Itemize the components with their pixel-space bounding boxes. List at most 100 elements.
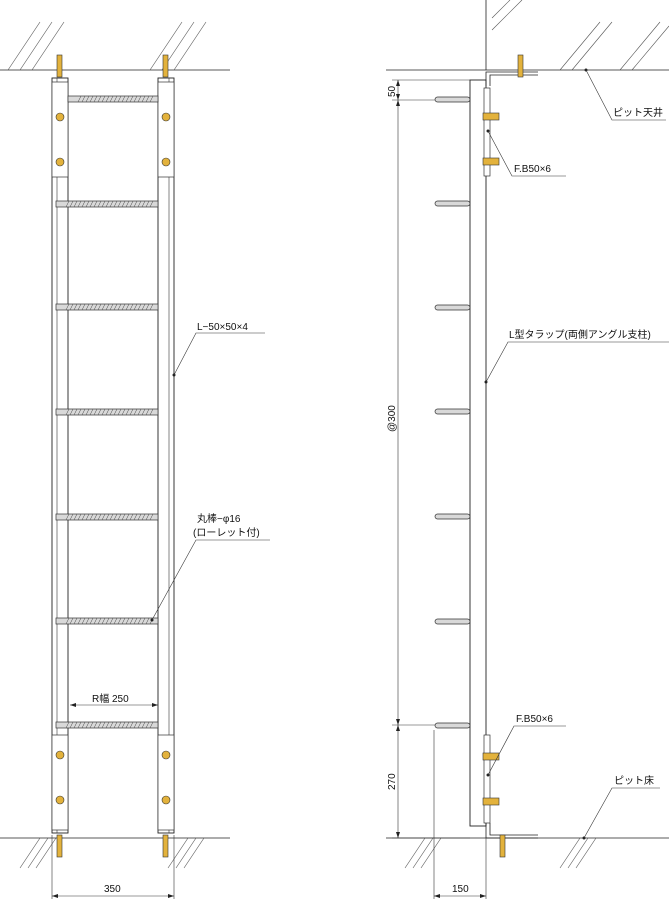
knurl-mark: [121, 513, 126, 521]
knurl-mark: [81, 95, 86, 103]
knurl-mark: [129, 408, 134, 416]
knurl-mark: [149, 95, 154, 103]
knurl-mark: [101, 513, 106, 521]
knurl-mark: [113, 721, 118, 729]
knurl-mark: [149, 303, 154, 311]
knurl-mark: [89, 513, 94, 521]
side-view: 50 @300 270 150 ピット天井 F.B50×6 L型タラッ: [386, 0, 669, 899]
knurl-mark: [77, 95, 82, 103]
knurl-mark: [129, 200, 134, 208]
angle-stile-callout: L−50×50×4: [172, 322, 265, 377]
knurl-mark: [69, 617, 74, 625]
knurl-mark: [97, 513, 102, 521]
knurl-mark: [77, 513, 82, 521]
knurl-mark: [125, 617, 130, 625]
side-floor: [386, 837, 669, 869]
knurl-mark: [109, 513, 114, 521]
knurl-mark: [109, 721, 114, 729]
knurl-mark: [109, 617, 114, 625]
knurl-mark: [109, 200, 114, 208]
knurl-mark: [97, 721, 102, 729]
knurl-mark: [81, 303, 86, 311]
top-left-plate: [51, 81, 69, 178]
knurl-mark: [97, 200, 102, 208]
right-stile: [157, 77, 175, 834]
knurl-mark: [89, 721, 94, 729]
knurl-mark: [65, 721, 70, 729]
knurl-mark: [85, 200, 90, 208]
knurl-mark: [101, 303, 106, 311]
knurl-mark: [101, 617, 106, 625]
knurl-mark: [121, 303, 126, 311]
overall-width-label: 350: [104, 884, 121, 895]
knurl-mark: [81, 200, 86, 208]
knurl-mark: [105, 513, 110, 521]
knurl-mark: [133, 95, 138, 103]
knurl-mark: [85, 617, 90, 625]
knurl-mark: [97, 95, 102, 103]
knurl-mark: [69, 303, 74, 311]
knurl-mark: [129, 617, 134, 625]
overall-width-dimension: 350: [51, 835, 175, 899]
knurl-mark: [125, 95, 130, 103]
rung-width-label: R幅 250: [92, 692, 129, 705]
knurl-mark: [93, 617, 98, 625]
depth-dimension: 150: [433, 730, 487, 899]
knurl-mark: [117, 721, 122, 729]
fb-top-label: F.B50×6: [514, 164, 551, 175]
knurl-mark: [85, 721, 90, 729]
knurl-mark: [101, 95, 106, 103]
side-rungs: [434, 96, 471, 729]
knurl-mark: [125, 721, 130, 729]
knurl-mark: [73, 200, 78, 208]
knurl-mark: [137, 408, 142, 416]
knurl-mark: [81, 617, 86, 625]
knurl-mark: [137, 617, 142, 625]
knurl-mark: [101, 721, 106, 729]
knurl-mark: [113, 408, 118, 416]
knurl-mark: [69, 721, 74, 729]
knurl-mark: [69, 513, 74, 521]
knurl-mark: [105, 95, 110, 103]
knurl-mark: [117, 303, 122, 311]
knurl-mark: [81, 408, 86, 416]
knurl-mark: [89, 200, 94, 208]
knurl-mark: [129, 95, 134, 103]
knurl-mark: [121, 721, 126, 729]
bottom-left-plate: [51, 734, 69, 831]
knurl-mark: [117, 617, 122, 625]
knurl-mark: [145, 617, 150, 625]
knurl-mark: [149, 200, 154, 208]
rung: [55, 513, 159, 521]
knurl-mark: [137, 721, 142, 729]
vertical-dimensions: 50 @300 270: [387, 79, 470, 839]
knurl-mark: [137, 200, 142, 208]
knurl-mark: [89, 408, 94, 416]
knurl-mark: [145, 408, 150, 416]
knurl-mark: [141, 303, 146, 311]
knurl-mark: [125, 408, 130, 416]
knurl-mark: [81, 721, 86, 729]
knurl-mark: [85, 408, 90, 416]
knurl-mark: [113, 95, 118, 103]
knurl-mark: [85, 95, 90, 103]
knurl-mark: [141, 200, 146, 208]
round-bar-label-1: 丸棒−φ16: [197, 512, 241, 525]
knurl-mark: [121, 617, 126, 625]
knurl-mark: [93, 95, 98, 103]
knurl-mark: [85, 513, 90, 521]
knurl-mark: [117, 95, 122, 103]
bottom-offset-label: 270: [387, 773, 398, 790]
knurl-mark: [141, 721, 146, 729]
knurl-mark: [69, 200, 74, 208]
knurl-mark: [105, 200, 110, 208]
knurl-mark: [93, 200, 98, 208]
knurl-mark: [109, 303, 114, 311]
knurl-mark: [137, 513, 142, 521]
knurl-mark: [129, 513, 134, 521]
front-view: L−50×50×4 丸棒−φ16 (ローレット付) R幅 250 350: [0, 21, 270, 899]
knurl-mark: [69, 408, 74, 416]
pit-floor-callout: ピット床: [582, 774, 660, 840]
knurl-mark: [65, 408, 70, 416]
